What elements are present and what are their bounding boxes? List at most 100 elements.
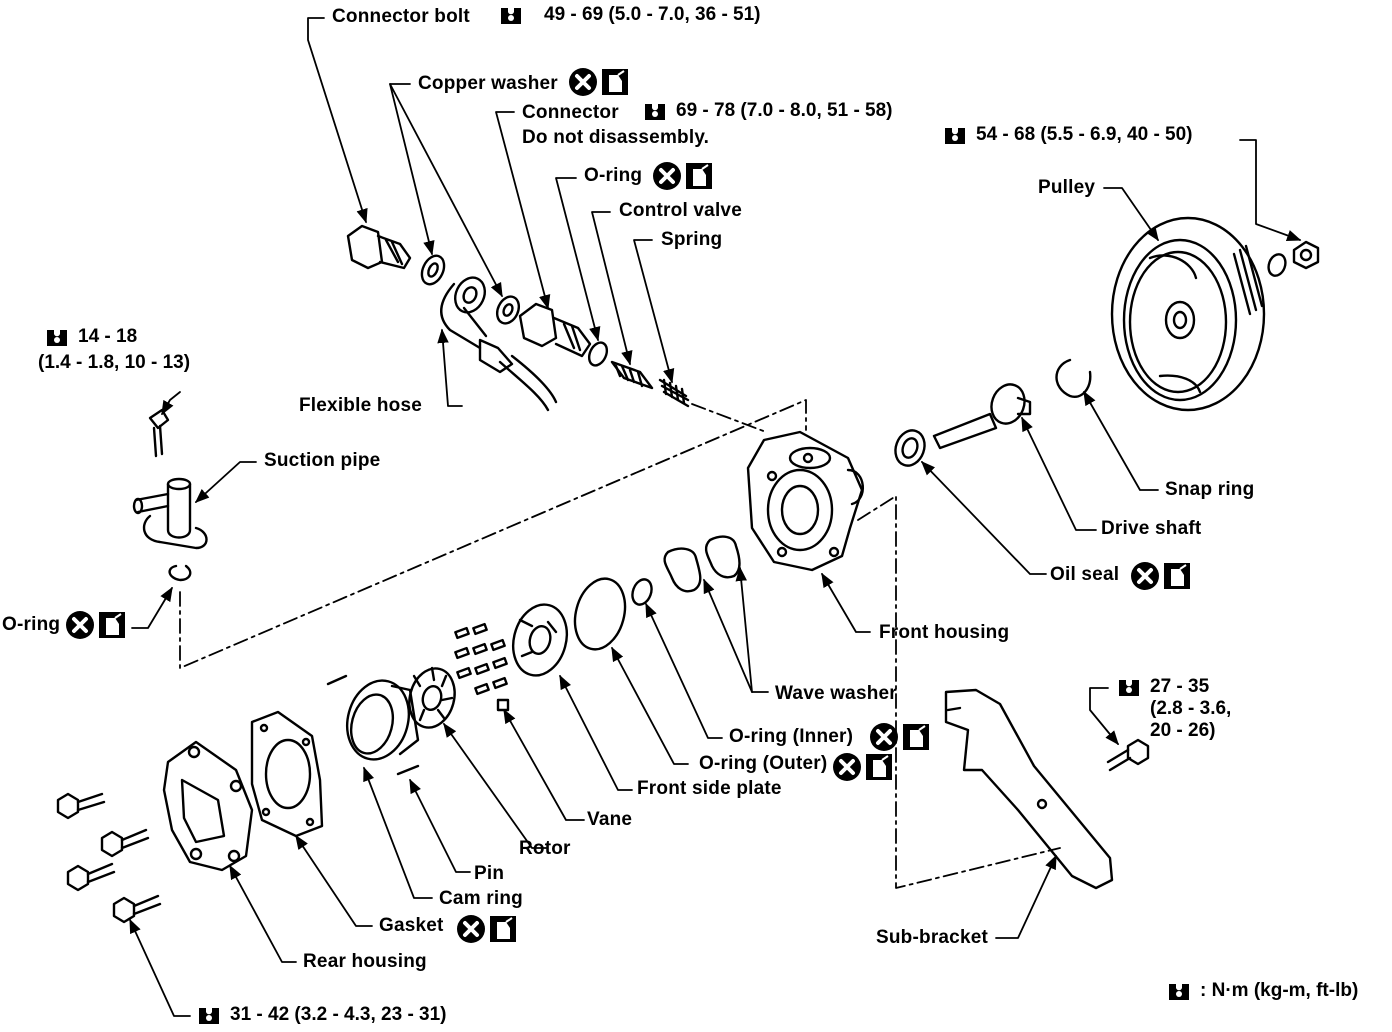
- replace-x-icon: [66, 611, 94, 639]
- pulley-part: [1110, 216, 1266, 412]
- label-connector: Connector: [522, 102, 619, 123]
- label-pin: Pin: [474, 863, 505, 884]
- label-cam-ring: Cam ring: [439, 888, 523, 909]
- label-vane: Vane: [587, 809, 633, 830]
- copper-washer-2-part: [495, 295, 521, 325]
- torque-wrench-icon: [945, 128, 965, 144]
- o-ring-left-note: [65, 610, 127, 640]
- label-control-valve: Control valve: [619, 200, 742, 221]
- label-o-ring-left: O-ring: [2, 614, 61, 635]
- fluid-can-icon: [903, 724, 929, 750]
- oil-seal-part: [894, 429, 926, 467]
- fluid-can-icon: [866, 754, 892, 780]
- torque-pulley-nut: 54 - 68 (5.5 - 6.9, 40 - 50): [942, 124, 1193, 148]
- fluid-can-icon: [686, 163, 712, 189]
- o-ring-outer-note: [832, 752, 894, 782]
- vane-parts: [454, 622, 510, 712]
- torque-value: 31 - 42 (3.2 - 4.3, 23 - 31): [230, 1004, 447, 1025]
- label-oil-seal: Oil seal: [1050, 564, 1120, 585]
- torque-value: 54 - 68 (5.5 - 6.9, 40 - 50): [976, 124, 1193, 145]
- gasket-note: [456, 914, 518, 944]
- torque-value: 69 - 78 (7.0 - 8.0, 51 - 58): [676, 100, 893, 121]
- torque-value: 27 - 35: [1150, 676, 1210, 697]
- label-do-not-disassembly: Do not disassembly.: [522, 127, 710, 148]
- torque-wrench-icon: [1119, 680, 1139, 696]
- o-ring-inner-part: [631, 578, 653, 606]
- label-front-side-plate: Front side plate: [637, 778, 782, 799]
- o-ring-top-part: [587, 341, 609, 367]
- replace-x-icon: [653, 162, 681, 190]
- o-ring-left-part: [168, 564, 192, 582]
- o-ring-outer-part: [573, 577, 627, 651]
- torque-connector: 69 - 78 (7.0 - 8.0, 51 - 58): [642, 100, 893, 124]
- label-gasket: Gasket: [379, 915, 444, 936]
- wave-washer-1-part: [663, 547, 702, 593]
- replace-x-icon: [833, 753, 861, 781]
- legend-unit: : N·m (kg-m, ft-lb): [1166, 980, 1358, 1004]
- spring-part: [658, 378, 690, 408]
- replace-x-icon: [1131, 562, 1159, 590]
- cam-ring-part: [346, 679, 420, 761]
- fluid-can-icon: [490, 916, 516, 942]
- torque-value: 14 - 18: [78, 326, 138, 347]
- gasket-part: [250, 710, 324, 838]
- snap-ring-part: [1055, 358, 1092, 398]
- flexible-hose-part: [440, 276, 558, 412]
- torque-value-alt: (1.4 - 1.8, 10 - 13): [38, 352, 191, 373]
- pulley-washer-part: [1267, 253, 1287, 277]
- label-connector-bolt: Connector bolt: [332, 6, 470, 27]
- label-snap-ring: Snap ring: [1165, 479, 1255, 500]
- pulley-nut-part: [1292, 240, 1320, 270]
- label-o-ring-outer: O-ring (Outer): [699, 753, 828, 774]
- label-rotor: Rotor: [519, 838, 571, 859]
- pin-part: [326, 674, 420, 776]
- label-front-housing: Front housing: [879, 622, 1010, 643]
- torque-sub-bracket-bolt: 27 - 35 (2.8 - 3.6, 20 - 26): [1116, 676, 1231, 742]
- sub-bracket-part: [944, 688, 1114, 890]
- label-wave-washer: Wave washer: [775, 683, 897, 704]
- torque-wrench-icon: [199, 1008, 219, 1024]
- sub-bracket-bolt-part: [1106, 738, 1150, 772]
- label-suction-pipe: Suction pipe: [264, 450, 381, 471]
- torque-suction-bolt: 14 - 18 (1.4 - 1.8, 10 - 13): [38, 326, 190, 374]
- replace-x-icon: [569, 68, 597, 96]
- drive-shaft-part: [932, 383, 1032, 450]
- label-rear-housing: Rear housing: [303, 951, 427, 972]
- torque-wrench-icon: [47, 330, 67, 346]
- o-ring-top-note: [652, 161, 714, 191]
- copper-washer-1-part: [420, 254, 446, 286]
- torque-value-alt2: 20 - 26): [1150, 720, 1216, 741]
- front-housing-part: [746, 430, 865, 572]
- torque-connector-bolt: 49 - 69 (5.0 - 7.0, 36 - 51): [498, 4, 761, 28]
- o-ring-inner-note: [869, 722, 931, 752]
- replace-x-icon: [870, 723, 898, 751]
- fluid-can-icon: [99, 612, 125, 638]
- label-sub-bracket: Sub-bracket: [876, 927, 989, 948]
- label-drive-shaft: Drive shaft: [1101, 518, 1202, 539]
- torque-wrench-icon: [645, 104, 665, 120]
- torque-wrench-icon: [501, 8, 521, 24]
- oil-seal-note: [1130, 561, 1192, 591]
- torque-value-alt: (2.8 - 3.6,: [1150, 698, 1232, 719]
- wave-washer-2-part: [704, 535, 741, 579]
- label-o-ring-top: O-ring: [584, 165, 643, 186]
- label-pulley: Pulley: [1038, 177, 1096, 198]
- torque-wrench-icon: [1169, 984, 1189, 1000]
- copper-washer-note: [568, 67, 630, 97]
- connector-bolt-part: [346, 224, 412, 270]
- replace-x-icon: [457, 915, 485, 943]
- label-o-ring-inner: O-ring (Inner): [729, 726, 854, 747]
- rotor-part: [408, 666, 456, 729]
- front-side-plate-part: [512, 603, 568, 677]
- label-spring: Spring: [661, 229, 723, 250]
- connector-part: [518, 302, 592, 358]
- suction-pipe-part: [132, 408, 208, 550]
- rear-housing-part: [162, 740, 254, 872]
- label-copper-washer: Copper washer: [418, 73, 558, 94]
- legend-unit-text: : N·m (kg-m, ft-lb): [1200, 980, 1359, 1001]
- label-flexible-hose: Flexible hose: [299, 395, 422, 416]
- control-valve-part: [610, 360, 654, 390]
- fluid-can-icon: [1164, 563, 1190, 589]
- fluid-can-icon: [602, 69, 628, 95]
